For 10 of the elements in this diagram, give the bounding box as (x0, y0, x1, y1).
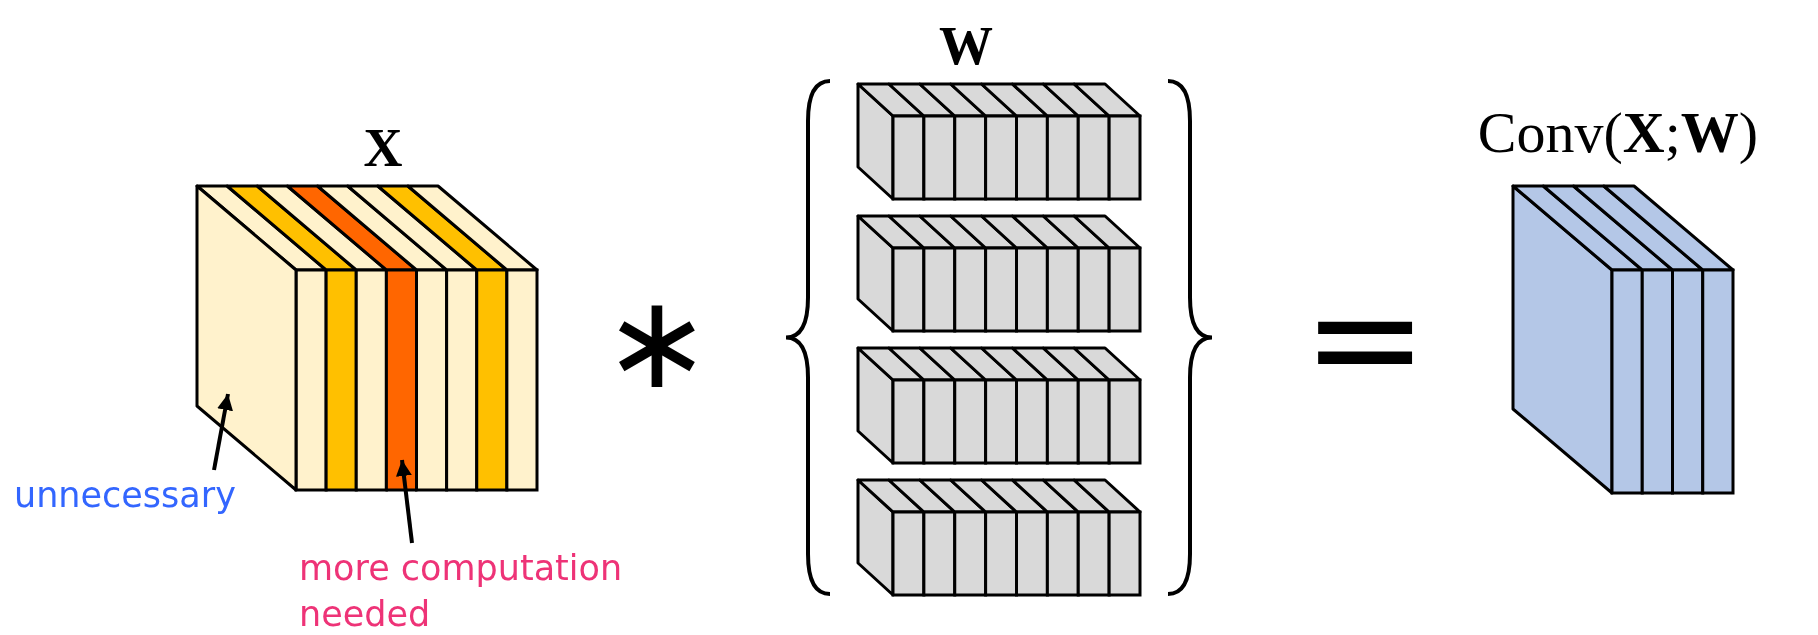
equals-sign: = (1302, 263, 1428, 413)
convolution-operator: ∗ (602, 277, 712, 407)
output-formula: Conv(X;W) (1477, 104, 1759, 162)
matrix-symbol: X (363, 121, 403, 175)
annotation-text: unnecessary (14, 474, 236, 517)
leader-arrow (395, 459, 414, 544)
annotation-text: more computation needed (299, 547, 624, 635)
leader-arrow (212, 393, 233, 471)
highlighted-slice (384, 268, 418, 492)
matrix-symbol: W (939, 19, 993, 73)
